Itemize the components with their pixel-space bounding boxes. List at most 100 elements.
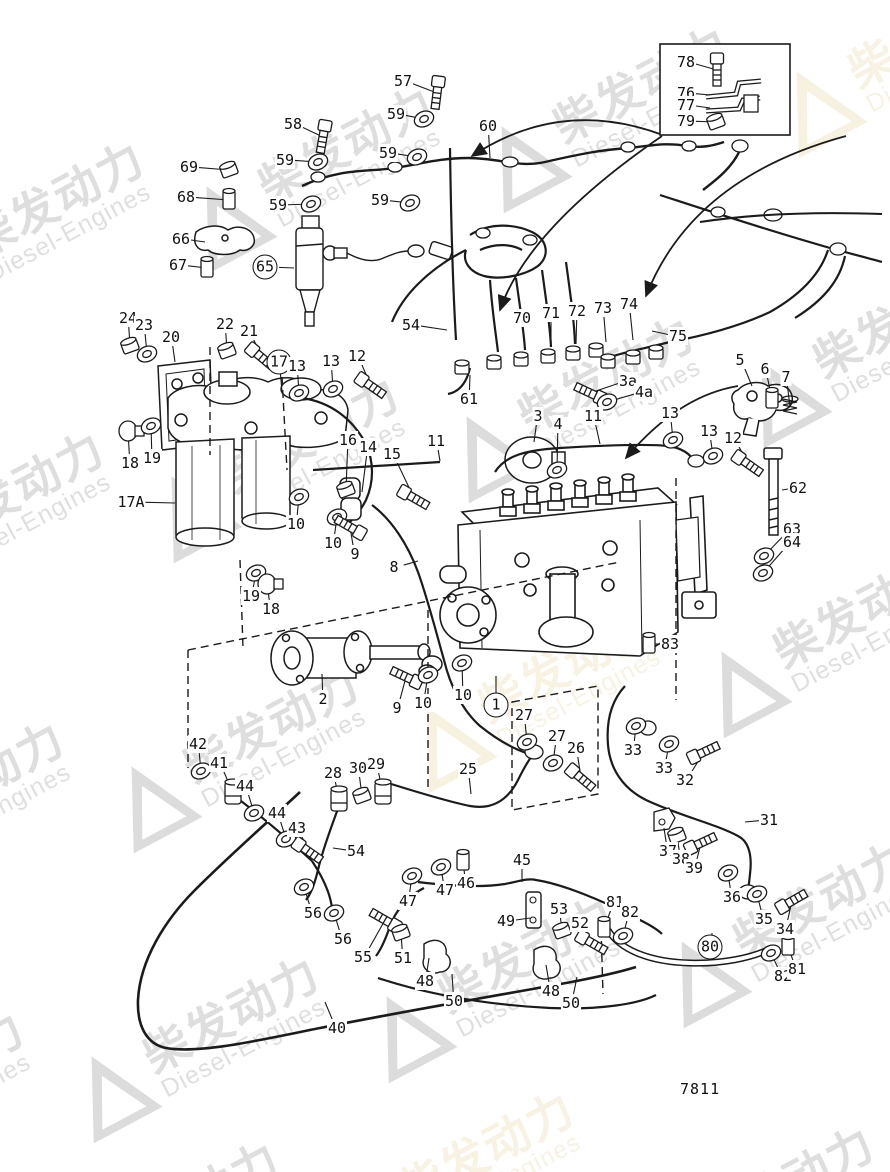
callout-79: 79 (675, 112, 697, 130)
leader-line-40 (324, 1001, 334, 1021)
coupling-2 (270, 630, 443, 686)
sleeve-part-81 (597, 915, 611, 938)
callout-46: 46 (455, 874, 477, 892)
leader-line-20 (172, 344, 176, 363)
callout-13: 13 (286, 357, 308, 375)
callout-60: 60 (477, 117, 499, 135)
callout-15: 15 (381, 445, 403, 463)
washer-part-63 (751, 544, 777, 568)
callout-12: 12 (346, 347, 368, 365)
washer-part-36 (715, 861, 741, 885)
callout-52: 52 (569, 914, 591, 932)
callout-82: 82 (619, 903, 641, 921)
pipe-union-nuts (454, 342, 664, 375)
washer-part-59 (305, 150, 331, 174)
callout-44: 44 (266, 804, 288, 822)
leader-line-74 (629, 311, 634, 341)
bolt-part-34 (773, 886, 810, 916)
callout-34: 34 (774, 920, 796, 938)
callout-43: 43 (286, 819, 308, 837)
callout-69: 69 (178, 158, 200, 176)
leader-line-8 (403, 560, 419, 566)
callout-47: 47 (397, 892, 419, 910)
bolt-62 (763, 447, 783, 536)
callout-14: 14 (357, 438, 379, 456)
callout-78: 78 (675, 53, 697, 71)
bolt-part-43 (289, 835, 326, 867)
leader-line-48 (545, 964, 550, 984)
leader-line-65 (278, 266, 295, 269)
leader-line-3 (533, 423, 538, 443)
callout-59: 59 (385, 105, 407, 123)
callout-62: 62 (787, 479, 809, 497)
sleeve-part-67 (200, 255, 214, 278)
callout-54: 54 (400, 316, 422, 334)
leader-line-61 (468, 374, 471, 392)
leader-line-48 (426, 957, 430, 974)
callout-59: 59 (377, 144, 399, 162)
callout-61: 61 (458, 390, 480, 408)
callout-48: 48 (540, 982, 562, 1000)
washer-part-56 (291, 875, 317, 899)
callout-49: 49 (495, 912, 517, 930)
callout-47: 47 (434, 881, 456, 899)
callout-13: 13 (659, 404, 681, 422)
washer-part-13 (286, 381, 312, 405)
callout-44: 44 (234, 777, 256, 795)
washer-part-59 (404, 145, 430, 169)
callout-32: 32 (674, 771, 696, 789)
callout-66: 66 (170, 230, 192, 248)
leader-line-2 (321, 673, 324, 692)
callout-11: 11 (425, 432, 447, 450)
callout-68: 68 (175, 188, 197, 206)
union-part-28 (330, 785, 348, 812)
plug-part-18 (257, 573, 284, 595)
injection-pump-1 (439, 473, 717, 657)
callout-3: 3 (532, 407, 544, 425)
callout-70: 70 (511, 309, 533, 327)
callout-4: 4 (552, 415, 564, 433)
callout-75: 75 (667, 327, 689, 345)
callout-40: 40 (326, 1019, 348, 1037)
callout-9: 9 (391, 699, 403, 717)
callout-56: 56 (332, 930, 354, 948)
callout-20: 20 (160, 328, 182, 346)
leader-line-75 (651, 330, 669, 336)
callout-54: 54 (345, 842, 367, 860)
leader-line-5 (743, 367, 753, 387)
callout-6: 6 (759, 360, 771, 378)
leader-line-37 (663, 827, 667, 844)
callout-26: 26 (565, 739, 587, 757)
callout-33: 33 (622, 741, 644, 759)
sleeve-part-83 (642, 631, 656, 654)
callout-51: 51 (392, 949, 414, 967)
callout-23: 23 (133, 316, 155, 334)
callout-55: 55 (352, 948, 374, 966)
leader-line-60 (488, 133, 491, 159)
nut-part-69 (218, 159, 240, 180)
injection-pipes-right (612, 193, 883, 358)
washer-part-82 (610, 924, 636, 948)
callout-50: 50 (443, 992, 465, 1010)
leader-line-17A (140, 501, 176, 504)
washer-part-13 (700, 444, 726, 468)
callout-57: 57 (392, 72, 414, 90)
callout-19: 19 (240, 587, 262, 605)
washer-part-59 (397, 191, 423, 215)
callout-11: 11 (582, 407, 604, 425)
union-part-29 (374, 778, 392, 805)
callout-3a: 3a (617, 372, 639, 390)
callout-29: 29 (365, 755, 387, 773)
leader-line-76 (695, 93, 711, 96)
callout-72: 72 (566, 302, 588, 320)
washer-part-10 (449, 651, 475, 675)
washer-part-33 (623, 714, 649, 738)
washer-part-59 (411, 107, 437, 131)
callout-10: 10 (322, 534, 344, 552)
callout-7: 7 (780, 368, 792, 386)
bolt-part-57 (427, 74, 447, 111)
washer-part-10 (286, 485, 312, 509)
callout-13: 13 (698, 422, 720, 440)
callout-9: 9 (349, 545, 361, 563)
